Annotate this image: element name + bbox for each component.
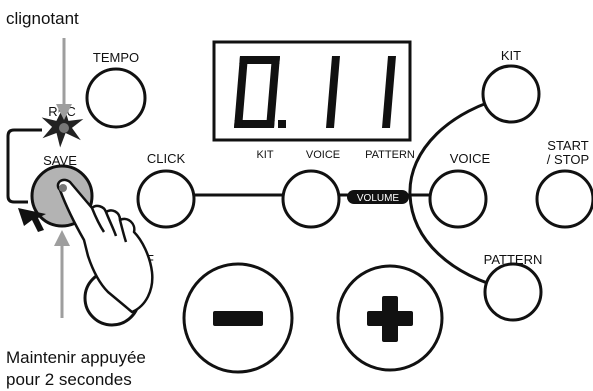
seven-segment-digits: [234, 56, 396, 128]
kit-pattern-arc: [408, 94, 511, 292]
pattern-label: PATTERN: [484, 252, 543, 267]
save-label: SAVE: [43, 153, 77, 168]
digit-3-segment-b: [385, 56, 396, 92]
display-label-pattern: PATTERN: [365, 149, 415, 161]
return-arrow-icon: [18, 208, 46, 232]
minus-icon: [213, 311, 263, 326]
tempo-button[interactable]: [85, 67, 147, 129]
volume-badge: VOLUME: [347, 190, 409, 204]
digit-1-segment-a: [239, 56, 280, 64]
click-label: CLICK: [147, 151, 186, 166]
digit-1-segment-d: [234, 120, 275, 128]
start-stop-label-line1: START: [547, 138, 588, 153]
decimal-point: [278, 120, 286, 128]
arrow-icon-down: [56, 38, 72, 120]
blinking-caption: clignotant: [6, 9, 79, 28]
volume-label: VOLUME: [357, 193, 400, 204]
save-return-loop: [6, 128, 42, 204]
pressing-hand-icon: [56, 178, 154, 314]
digit-2-segment-b: [329, 56, 340, 92]
digit-1-segment-b: [269, 56, 280, 92]
led-display: KIT VOICE PATTERN: [212, 40, 415, 161]
digit-1-segment-c: [266, 92, 277, 128]
blink-star-icon: [36, 102, 89, 153]
click-button[interactable]: [136, 169, 196, 229]
hold-caption-line1: Maintenir appuyée: [6, 348, 146, 367]
start-stop-button[interactable]: [535, 169, 593, 229]
display-label-kit: KIT: [256, 149, 273, 161]
digit-1-segment-e: [234, 92, 245, 128]
hold-caption-line2: pour 2 secondes: [6, 370, 132, 389]
voice-value-button[interactable]: [281, 169, 341, 229]
kit-button[interactable]: [481, 64, 541, 124]
pattern-button[interactable]: [483, 262, 543, 322]
kit-label: KIT: [501, 48, 521, 63]
plus-icon: [367, 296, 413, 342]
start-stop-label-line2: / STOP: [547, 152, 589, 167]
voice-label: VOICE: [450, 151, 491, 166]
voice-button[interactable]: [428, 169, 488, 229]
tempo-label: TEMPO: [93, 50, 139, 65]
digit-2-segment-c: [326, 92, 337, 128]
arrow-icon-up: [54, 230, 70, 318]
display-label-voice: VOICE: [306, 149, 340, 161]
digit-3-segment-c: [382, 92, 393, 128]
volume-badge-bg: [347, 190, 409, 204]
digit-1-segment-f: [237, 56, 248, 92]
